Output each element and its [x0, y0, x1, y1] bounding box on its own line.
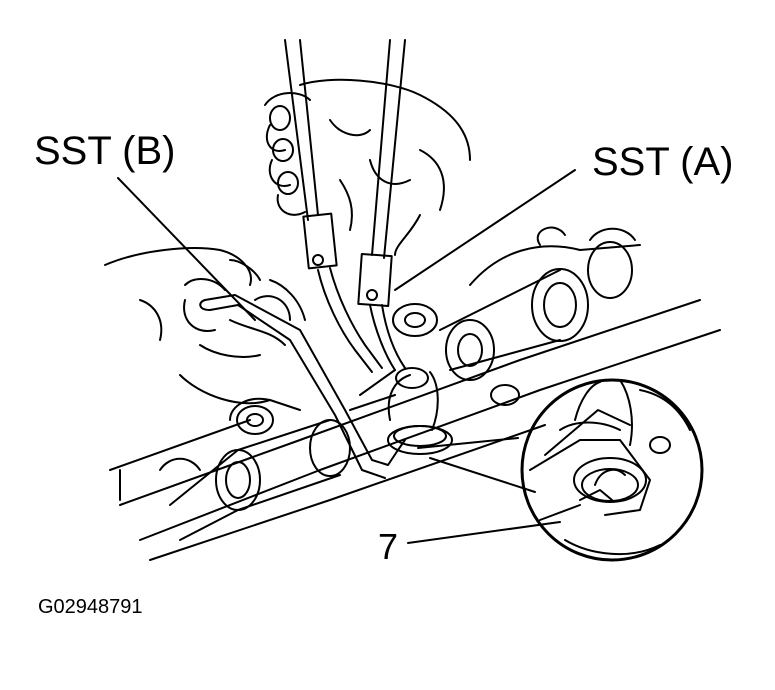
leader-line-detail-bottom: [430, 458, 535, 492]
camshaft-right: [393, 242, 632, 405]
part-7-label: 7: [378, 526, 399, 567]
leader-lines: [118, 170, 575, 543]
sst-b-tool: [200, 295, 405, 478]
leader-line-sst-a: [395, 170, 575, 290]
detail-magnifier: [522, 380, 702, 560]
sst-a-tool: [285, 40, 405, 372]
camshaft-left: [170, 406, 350, 540]
leader-line-sst-b: [118, 178, 255, 320]
left-hand: [105, 248, 305, 403]
right-hand: [265, 80, 470, 255]
sst-a-label: SST (A): [592, 140, 734, 184]
leader-line-detail-top: [418, 438, 518, 448]
leader-line-7: [408, 522, 560, 543]
sst-b-label: SST (B): [34, 129, 176, 173]
valve-lifter: [350, 368, 452, 454]
figure-code: G02948791: [38, 596, 143, 618]
